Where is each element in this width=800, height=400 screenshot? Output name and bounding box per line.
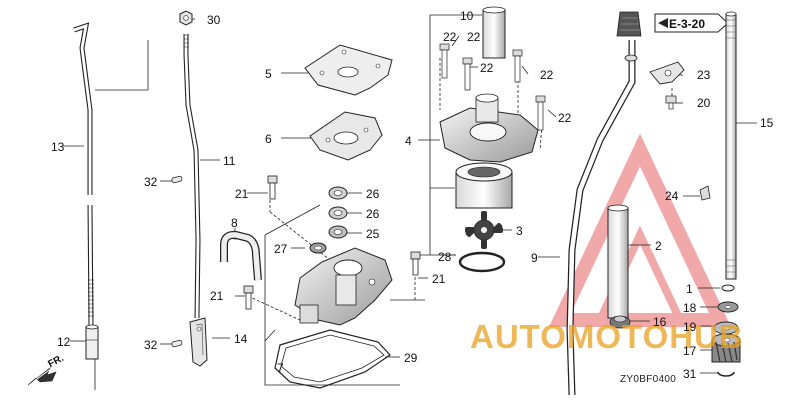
part-13-shift-rod (73, 22, 94, 326)
callout-18[interactable]: 18 (683, 301, 697, 315)
part-32-pin-lower (171, 339, 183, 348)
callout-2[interactable]: 2 (655, 239, 662, 253)
callout-22c[interactable]: 22 (480, 61, 494, 75)
callout-27[interactable]: 27 (274, 242, 288, 256)
callout-29[interactable]: 29 (404, 351, 418, 365)
grommet-top (616, 11, 642, 62)
part-22-bolts (439, 43, 546, 131)
part-1-clip (721, 284, 735, 292)
watermark-text: AUTOMOTOHUB (470, 318, 744, 355)
callout-9[interactable]: 9 (531, 251, 538, 265)
part-10-tube (482, 6, 506, 59)
callout-14[interactable]: 14 (234, 332, 248, 346)
callout-24[interactable]: 24 (665, 189, 679, 203)
callout-11[interactable]: 11 (223, 154, 236, 168)
part-17-gear (711, 333, 741, 363)
callout-5[interactable]: 5 (265, 67, 272, 81)
callout-10[interactable]: 10 (460, 9, 474, 23)
part-28-oring (458, 251, 506, 273)
callout-1[interactable]: 1 (686, 282, 693, 296)
callout-17[interactable]: 17 (683, 344, 697, 358)
diagram-code: ZY0BF0400 (620, 374, 677, 385)
callout-31[interactable]: 31 (683, 367, 697, 381)
callout-3[interactable]: 3 (516, 224, 523, 238)
callout-20[interactable]: 20 (697, 96, 711, 110)
part-16-seal (609, 315, 631, 329)
part-29-gasket (274, 329, 391, 389)
callout-23[interactable]: 23 (697, 68, 711, 82)
callout-32a[interactable]: 32 (144, 175, 158, 189)
callout-25[interactable]: 25 (366, 227, 380, 241)
part-30-nut (179, 10, 193, 26)
part-15-drive-shaft (725, 11, 737, 280)
callout-15[interactable]: 15 (760, 116, 774, 130)
callout-26a[interactable]: 26 (366, 187, 380, 201)
callout-4[interactable]: 4 (405, 134, 412, 148)
part-24-clip (699, 185, 711, 201)
part-32-pin-upper (171, 175, 183, 184)
callout-22b[interactable]: 22 (467, 30, 481, 44)
part-7-pump-housing (294, 247, 393, 326)
part-26-seal-lower (328, 206, 348, 220)
callout-6[interactable]: 6 (265, 132, 272, 146)
callout-16[interactable]: 16 (653, 315, 667, 329)
part-21-bolt-c (410, 251, 421, 276)
callout-13[interactable]: 13 (51, 140, 65, 154)
part-26-seal-upper (328, 186, 348, 200)
front-arrow (27, 367, 57, 386)
part-18-washer (717, 301, 739, 313)
callout-26b[interactable]: 26 (366, 207, 380, 221)
callout-32b[interactable]: 32 (144, 338, 158, 352)
callout-21c[interactable]: 21 (432, 272, 446, 286)
callout-30[interactable]: 30 (207, 13, 221, 27)
pump-liner (455, 162, 513, 209)
part-14-link (189, 317, 208, 367)
part-4-pump-case (439, 93, 539, 163)
reference-arrow (654, 13, 729, 33)
callout-28[interactable]: 28 (438, 250, 452, 264)
part-27-oring (309, 242, 327, 254)
callout-22e[interactable]: 22 (558, 111, 572, 125)
callout-12[interactable]: 12 (57, 335, 71, 349)
callout-21a[interactable]: 21 (235, 187, 249, 201)
part-8-hose (220, 230, 262, 281)
part-23-clip (649, 61, 685, 85)
part-5-plate (304, 44, 393, 96)
part-25-seal (328, 225, 348, 239)
part-21-bolt-a (267, 175, 278, 200)
reference-link-e-3-20[interactable]: E-3-20 (669, 17, 706, 31)
leader-lines (63, 14, 757, 390)
part-12-joint (85, 324, 99, 360)
callout-8[interactable]: 8 (231, 216, 238, 230)
part-20-bolt (665, 95, 677, 110)
callout-22a[interactable]: 22 (443, 30, 457, 44)
part-31-circlip (717, 371, 735, 377)
part-9-water-tube (566, 40, 636, 396)
part-11-shift-rod (183, 34, 201, 319)
callout-19[interactable]: 19 (683, 320, 697, 334)
part-6-gasket (309, 111, 383, 161)
callout-22d[interactable]: 22 (540, 68, 554, 82)
callout-21b[interactable]: 21 (210, 289, 224, 303)
callout-7[interactable]: 7 (277, 361, 284, 375)
part-21-bolt-b (243, 285, 254, 310)
part-2-tube (607, 204, 629, 319)
part-3-impeller (465, 211, 503, 249)
